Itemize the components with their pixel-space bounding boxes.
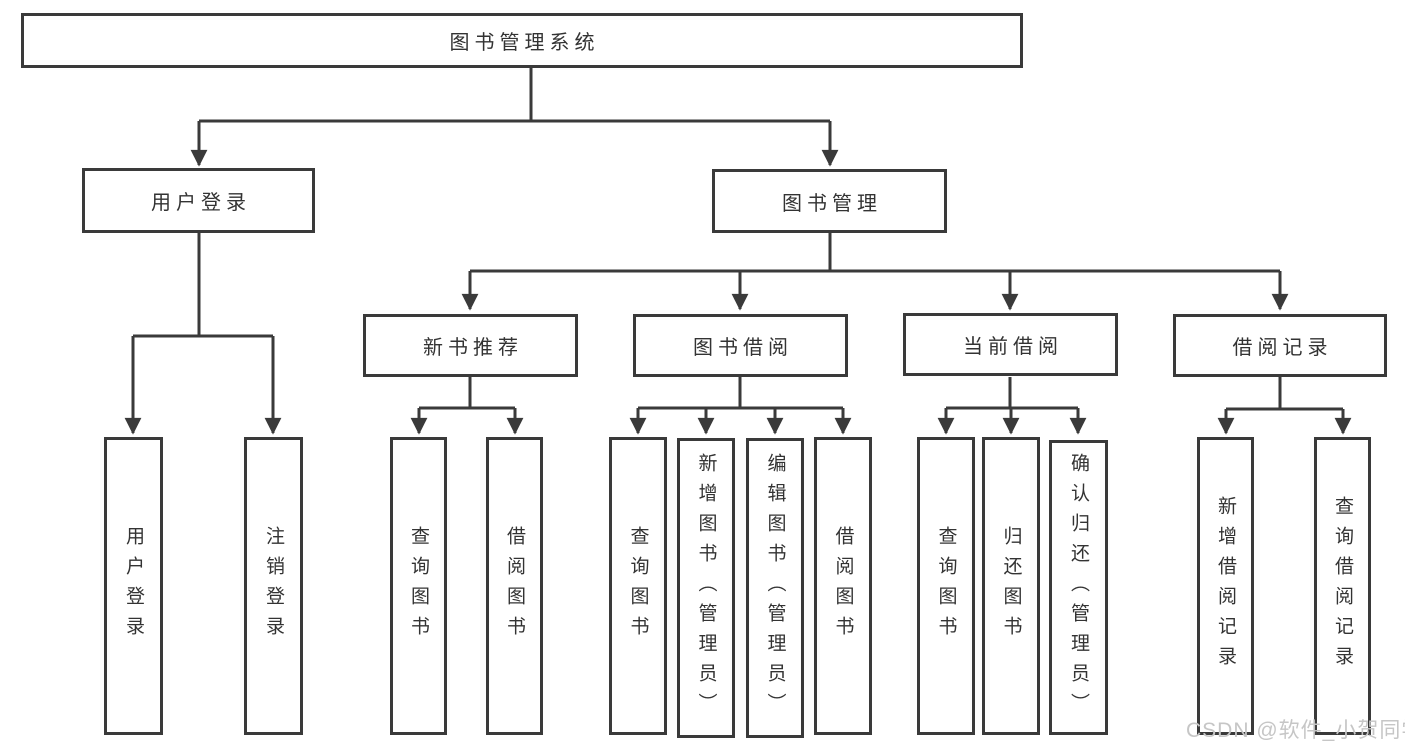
watermark: CSDN @软件_小贺同学	[1186, 719, 1405, 742]
node-root: 图书管理系统	[21, 13, 1023, 68]
node-borrow-records: 借阅记录	[1173, 314, 1387, 377]
leaf-borrow-add: 新增图书（管理员）	[677, 438, 735, 738]
leaf-newbooks-borrow: 借阅图书	[486, 437, 543, 735]
leaf-records-add: 新增借阅记录	[1197, 437, 1254, 735]
node-current-borrow: 当前借阅	[903, 313, 1118, 376]
node-book-mgmt: 图书管理	[712, 169, 947, 233]
leaf-current-query: 查询图书	[917, 437, 975, 735]
leaf-borrow-query: 查询图书	[609, 437, 667, 735]
leaf-borrow-edit: 编辑图书（管理员）	[746, 438, 804, 738]
leaf-current-return: 归还图书	[982, 437, 1040, 735]
node-new-books: 新书推荐	[363, 314, 578, 377]
node-book-borrow: 图书借阅	[633, 314, 848, 377]
leaf-borrow-borrow: 借阅图书	[814, 437, 872, 735]
connector-rails	[133, 68, 1343, 411]
leaf-logout: 注销登录	[244, 437, 303, 735]
leaf-records-query: 查询借阅记录	[1314, 437, 1371, 735]
leaf-user-login: 用户登录	[104, 437, 163, 735]
node-user-login: 用户登录	[82, 168, 315, 233]
leaf-current-confirm: 确认归还（管理员）	[1049, 440, 1108, 735]
leaf-newbooks-query: 查询图书	[390, 437, 447, 735]
